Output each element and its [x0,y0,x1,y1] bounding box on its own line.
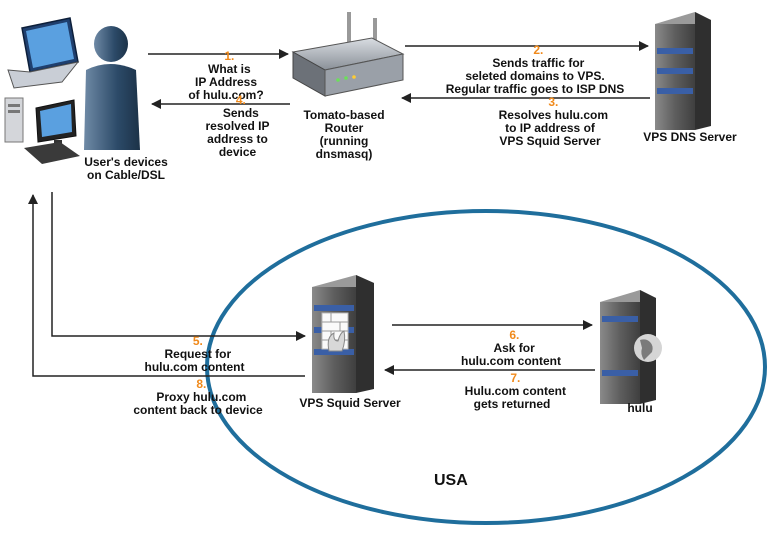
desktop-tower-icon [4,97,24,143]
user-devices-icon [4,17,140,164]
step-7-number: 7. [510,371,521,385]
hulu-server-icon [600,290,662,404]
step-6-text: Ask for hulu.com content [461,341,561,368]
step-6-number: 6. [509,328,520,342]
step-4-label: 4. Sends resolved IP address to device [190,81,285,159]
monitor-icon [24,99,80,164]
step-8-text: Proxy hulu.com content back to device [133,390,263,417]
router-label: Tomato-based Router (running dnsmasq) [303,108,385,161]
arrow-step-8 [28,194,305,377]
step-3-number: 3. [548,95,559,109]
step-7-label: 7. Hulu.com content gets returned [437,359,587,411]
step-3-label: 3. Resolves hulu.com to IP address of VP… [470,83,630,148]
step-8-label: 8. Proxy hulu.com content back to device [118,365,278,417]
step-1-label: 1. What is IP Address of hulu.com? [176,37,276,102]
step-1-text: What is IP Address of hulu.com? [188,62,264,102]
person-icon [84,26,140,150]
step-3-text: Resolves hulu.com to IP address of VPS S… [498,108,609,148]
step-5-text: Request for hulu.com content [144,347,245,374]
usa-region-outline [205,209,767,525]
squid-server-icon [312,275,374,393]
step-1-number: 1. [224,49,235,63]
step-6-label: 6. Ask for hulu.com content [446,316,576,368]
hulu-label: hulu [627,401,653,415]
dns-server-label: VPS DNS Server [643,130,737,144]
user-devices-label: User's devices on Cable/DSL [84,155,168,182]
firewall-icon [321,312,349,352]
squid-server-label: VPS Squid Server [299,396,401,410]
step-4-number: 4. [235,93,246,107]
laptop-icon [7,17,80,89]
step-2-number: 2. [533,43,544,57]
arrow-step-5 [51,192,306,341]
router-icon [291,12,405,97]
step-4-text: Sends resolved IP address to device [205,106,270,159]
usa-region-label: USA [434,472,468,489]
globe-icon [634,334,662,362]
step-7-text: Hulu.com content gets returned [464,384,566,411]
step-2-label: 2. Sends traffic for seleted domains to … [430,31,640,96]
step-8-number: 8. [196,377,207,391]
step-5-number: 5. [192,334,203,348]
step-2-text: Sends traffic for seleted domains to VPS… [445,56,625,96]
step-5-label: 5. Request for hulu.com content [132,322,257,374]
dns-server-icon [655,12,711,130]
